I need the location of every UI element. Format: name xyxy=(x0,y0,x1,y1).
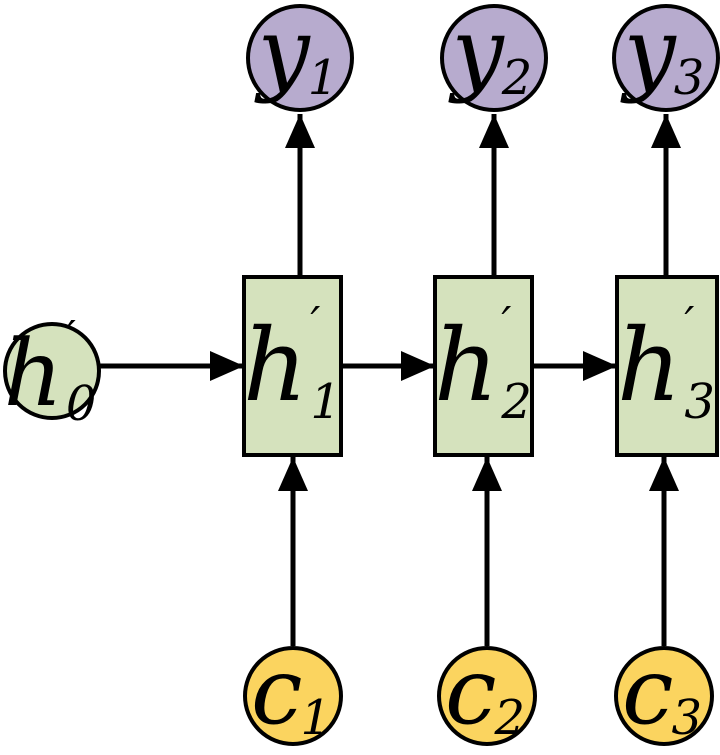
c1-node xyxy=(243,646,343,746)
h2-label: h′2 xyxy=(434,298,532,430)
h2-rect xyxy=(433,275,534,457)
h1-label: h′1 xyxy=(243,298,341,430)
y1-node xyxy=(246,4,354,112)
y3-node xyxy=(612,4,720,112)
h0-label: h′0 xyxy=(3,312,97,432)
h3-label: h′3 xyxy=(617,298,715,430)
y2-node xyxy=(440,4,548,112)
h0-node xyxy=(3,322,101,420)
c3-node xyxy=(614,646,714,746)
c2-node xyxy=(437,646,537,746)
